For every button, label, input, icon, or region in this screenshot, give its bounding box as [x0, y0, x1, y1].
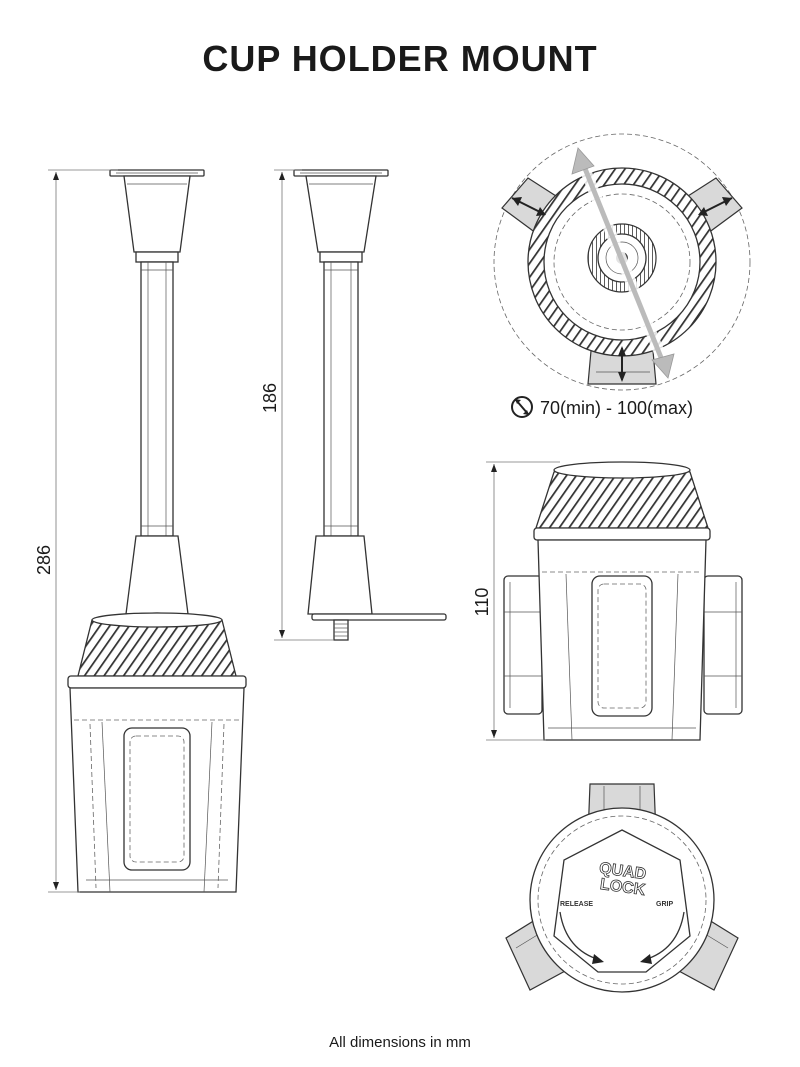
diameter-range-label: 70(min) - 100(max) — [540, 398, 693, 418]
side-view — [293, 169, 447, 641]
dimension-186-label: 186 — [260, 383, 280, 413]
quad-lock-logo: QUAD LOCK — [598, 859, 648, 899]
dimension-arm-height — [274, 169, 334, 641]
cup-side-view — [503, 461, 743, 741]
diameter-icon — [511, 396, 533, 418]
front-view — [67, 169, 247, 893]
dimension-110-label: 110 — [472, 588, 492, 617]
dimension-286-label: 286 — [34, 545, 54, 575]
units-note: All dimensions in mm — [329, 1034, 471, 1051]
top-view-range — [493, 133, 751, 391]
release-label: RELEASE — [560, 901, 593, 908]
bottom-view — [505, 783, 739, 993]
page-title: CUP HOLDER MOUNT — [202, 38, 598, 79]
dimension-total-height — [48, 169, 118, 893]
grip-label: GRIP — [656, 901, 673, 908]
dimension-cup-height — [486, 461, 560, 741]
